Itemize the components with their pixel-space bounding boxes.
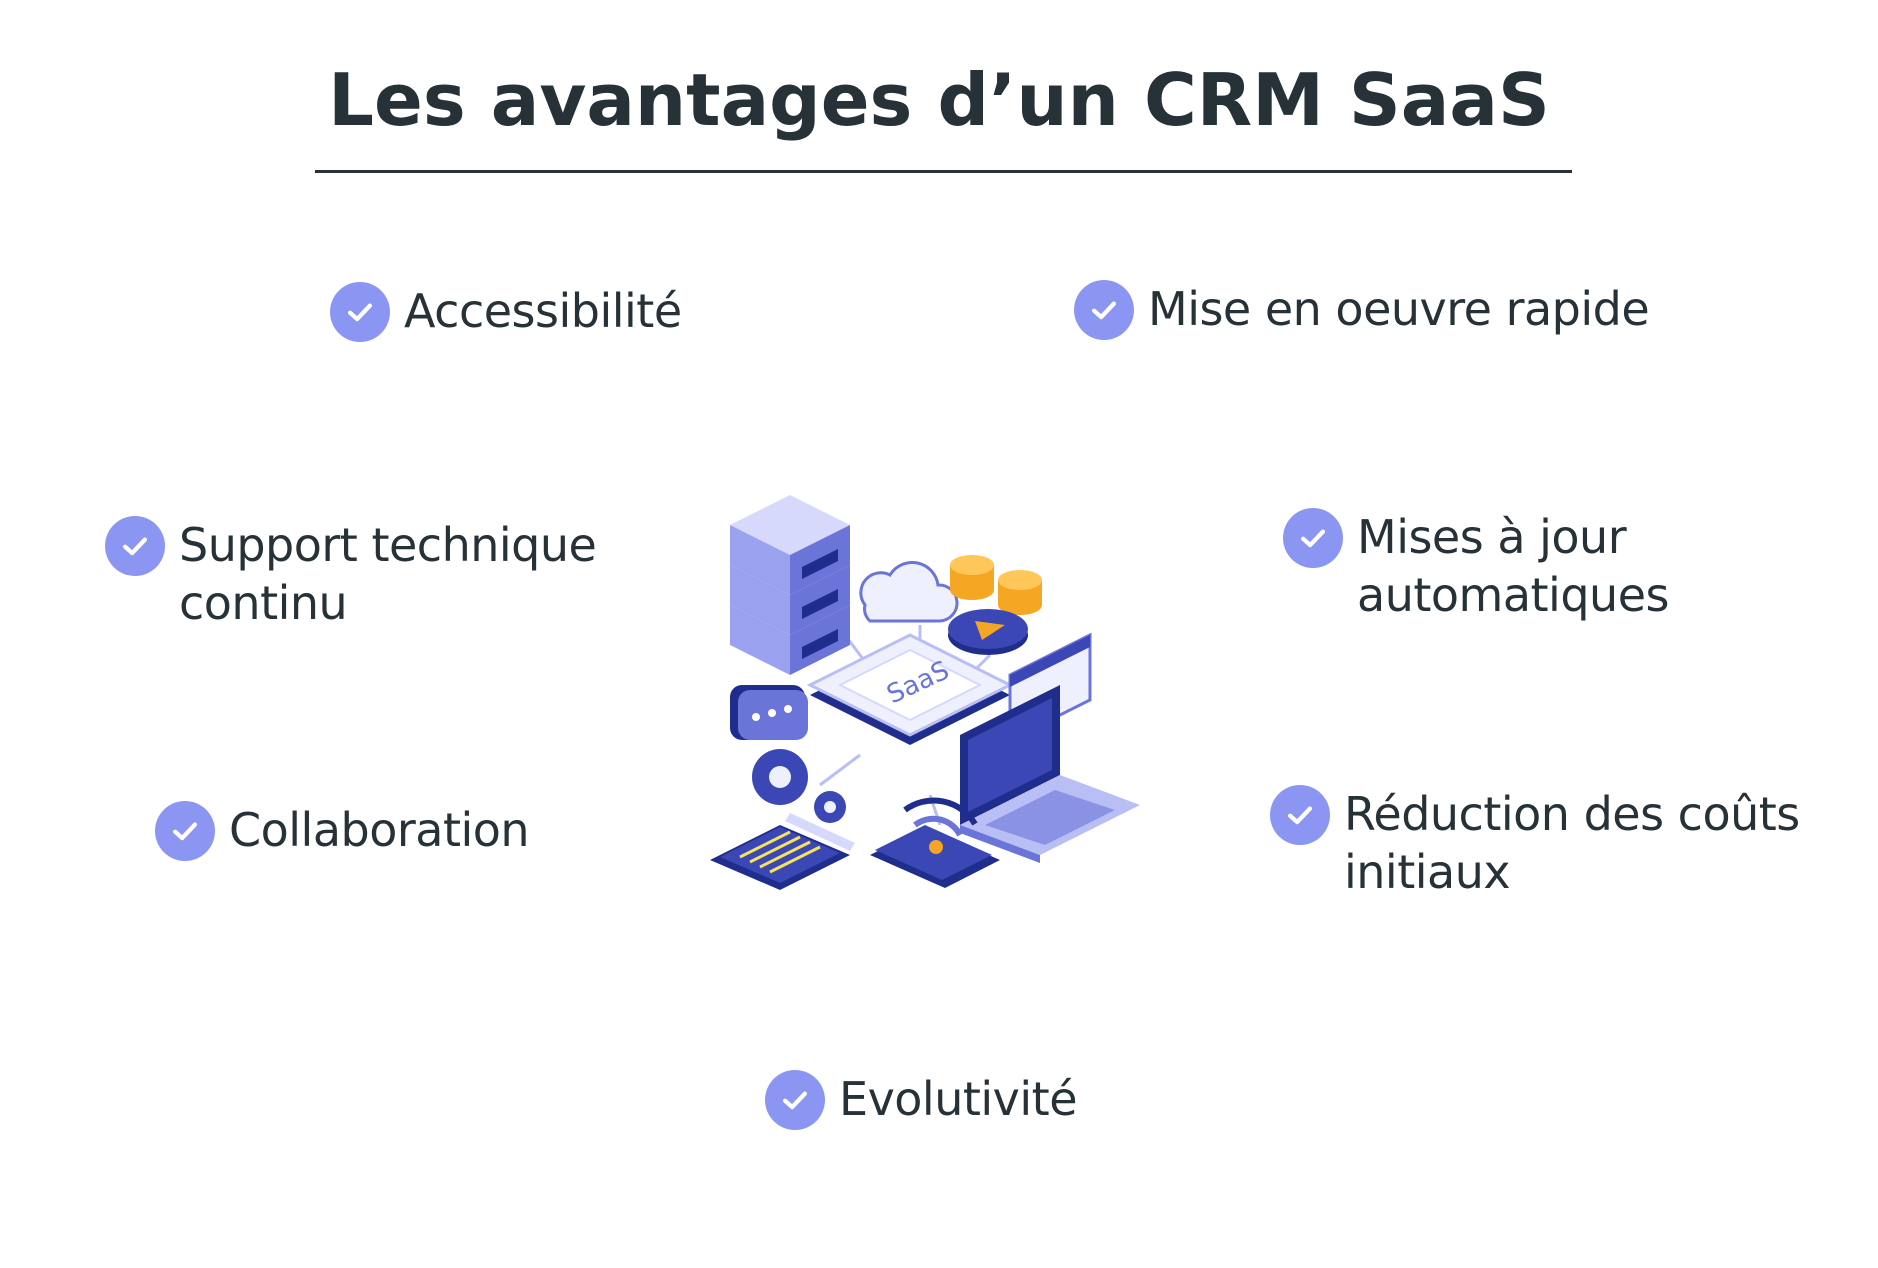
coins-icon bbox=[950, 555, 1042, 615]
title-divider bbox=[315, 170, 1572, 173]
cloud-icon bbox=[859, 561, 959, 623]
play-button-icon bbox=[948, 609, 1028, 655]
benefit-label: Réduction des coûts initiaux bbox=[1344, 787, 1800, 899]
saas-platform: SaaS bbox=[806, 633, 1014, 745]
benefit-label: Collaboration bbox=[229, 803, 530, 857]
chat-bubble-icon bbox=[730, 685, 808, 740]
benefit-label: Mise en oeuvre rapide bbox=[1148, 282, 1650, 336]
benefit-label: Mises à jour automatiques bbox=[1357, 510, 1669, 622]
benefit-reduction-couts: Réduction des coûts initiaux bbox=[1270, 785, 1800, 901]
benefit-support-technique: Support technique continu bbox=[105, 516, 597, 632]
server-rack-icon bbox=[730, 495, 850, 675]
check-circle-icon bbox=[105, 516, 165, 576]
benefit-mises-a-jour: Mises à jour automatiques bbox=[1283, 508, 1669, 624]
benefit-label: Evolutivité bbox=[839, 1072, 1078, 1126]
benefit-collaboration: Collaboration bbox=[155, 801, 530, 861]
saas-illustration: SaaS bbox=[710, 495, 1140, 890]
check-circle-icon bbox=[1074, 280, 1134, 340]
page-title: Les avantages d’un CRM SaaS bbox=[328, 58, 1550, 142]
check-circle-icon bbox=[765, 1070, 825, 1130]
laptop-icon bbox=[960, 685, 1140, 863]
benefit-accessibilite: Accessibilité bbox=[330, 282, 682, 342]
check-circle-icon bbox=[1270, 785, 1330, 845]
benefit-evolutivite: Evolutivité bbox=[765, 1070, 1078, 1130]
check-circle-icon bbox=[1283, 508, 1343, 568]
benefit-label: Support technique continu bbox=[179, 518, 597, 630]
notepad-icon bbox=[710, 813, 855, 890]
gears-icon bbox=[752, 749, 846, 823]
wifi-tablet-icon bbox=[870, 797, 1000, 888]
check-circle-icon bbox=[155, 801, 215, 861]
benefit-mise-en-oeuvre: Mise en oeuvre rapide bbox=[1074, 280, 1650, 340]
check-circle-icon bbox=[330, 282, 390, 342]
benefit-label: Accessibilité bbox=[404, 284, 682, 338]
